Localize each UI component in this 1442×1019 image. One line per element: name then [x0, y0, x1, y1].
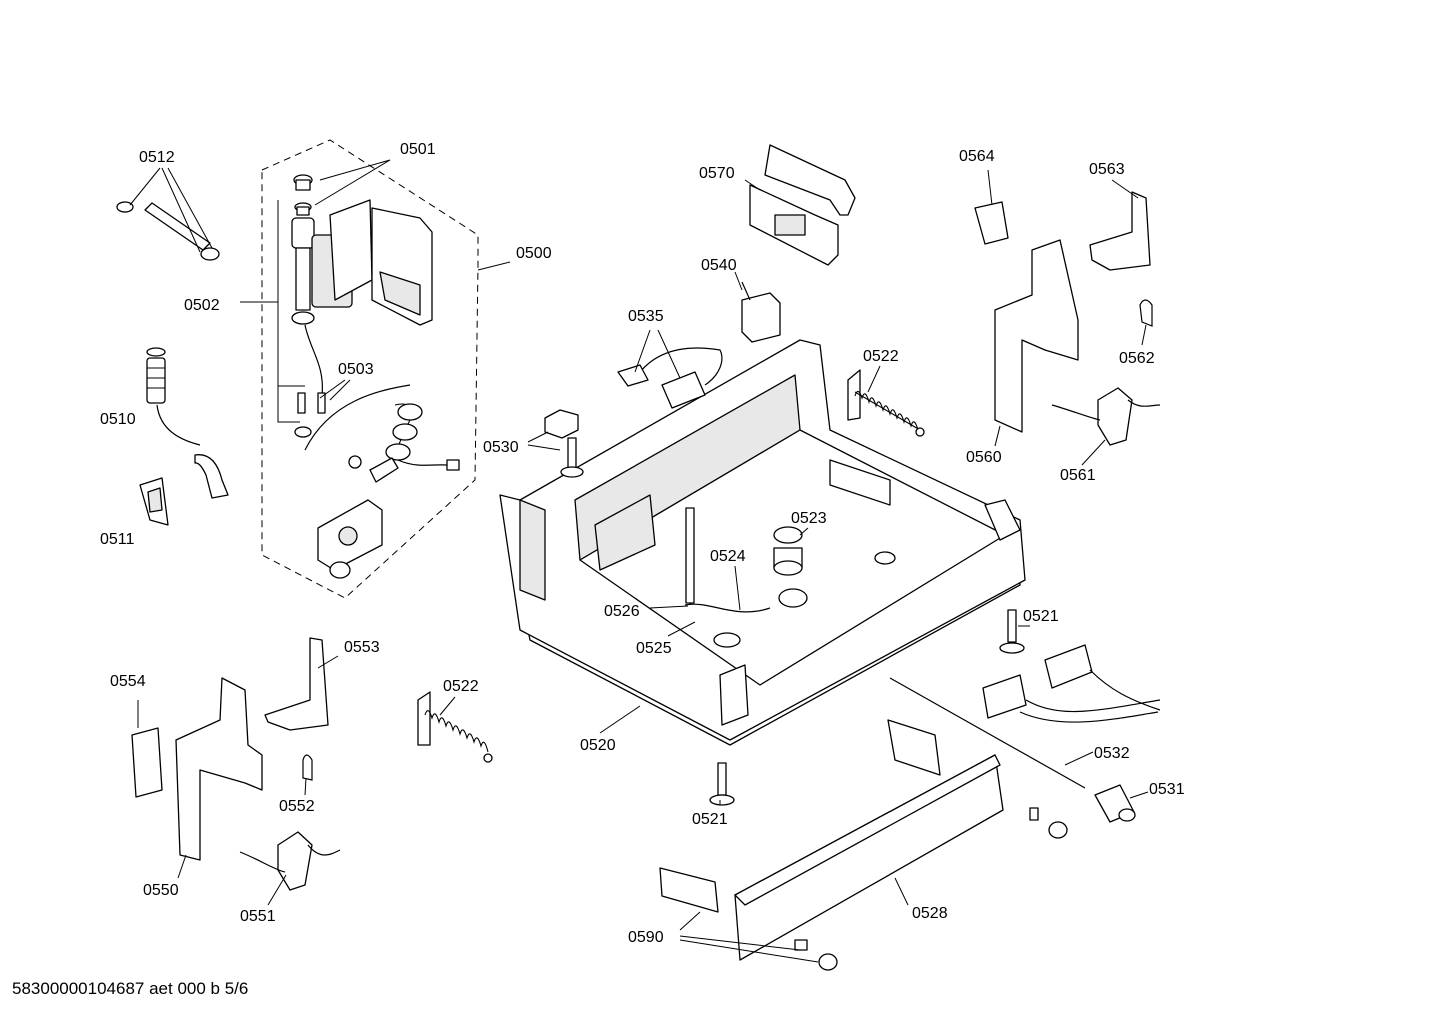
part-0524-float-switch [684, 507, 771, 648]
part-0530-sensor [544, 409, 584, 478]
label-0560: 0560 [966, 449, 1002, 466]
part-labels: 0501 0512 0500 0502 0503 0510 0511 0570 … [100, 141, 1185, 946]
label-0511: 0511 [100, 531, 135, 548]
part-0500-valve-cover [329, 199, 433, 326]
part-0561-hinge-cam [1051, 387, 1161, 446]
label-0563: 0563 [1089, 161, 1125, 178]
label-0551: 0551 [240, 908, 276, 925]
label-0522-right: 0522 [863, 348, 899, 365]
part-0501-fittings [293, 174, 313, 216]
part-0560-hinge-bracket [994, 239, 1079, 433]
part-0540-relay [741, 281, 781, 343]
label-0590: 0590 [628, 929, 664, 946]
label-0528: 0528 [912, 905, 948, 922]
part-0553-hinge-arm [264, 637, 329, 731]
label-0530: 0530 [483, 439, 519, 456]
part-0522-hinge-spring-left [417, 691, 493, 763]
part-0511-clip [139, 477, 169, 526]
label-0521-bottom: 0521 [692, 811, 728, 828]
label-0570: 0570 [699, 165, 735, 182]
label-0525: 0525 [636, 640, 672, 657]
part-0531-plug [1094, 784, 1136, 823]
label-0501: 0501 [400, 141, 436, 158]
label-0552: 0552 [279, 798, 315, 815]
label-0500: 0500 [516, 245, 552, 262]
document-id-footer: 58300000104687 aet 000 b 5/6 [12, 979, 249, 998]
label-0512: 0512 [139, 149, 175, 166]
label-0510: 0510 [100, 411, 136, 428]
label-0532: 0532 [1094, 745, 1130, 762]
label-0526: 0526 [604, 603, 640, 620]
part-0523-sump-fittings [773, 526, 896, 608]
label-0564: 0564 [959, 148, 995, 165]
label-0503: 0503 [338, 361, 374, 378]
leader-lines [129, 159, 1149, 963]
part-0522-hinge-spring-right [847, 369, 925, 437]
part-0500-hose-assembly [304, 384, 460, 579]
part-0520-base-tub [499, 339, 1026, 746]
part-0521-foot-screw-right [999, 609, 1025, 654]
label-0524: 0524 [710, 548, 746, 565]
label-0561: 0561 [1060, 467, 1096, 484]
part-0570-control-module [749, 144, 856, 266]
part-0521-foot-screw-bottom [709, 762, 735, 806]
part-0532-cable-harness [889, 644, 1161, 789]
label-0523: 0523 [791, 510, 827, 527]
label-0531: 0531 [1149, 781, 1185, 798]
part-0562-clip [1139, 299, 1153, 327]
part-0528-kick-plate [734, 719, 1068, 961]
label-0535: 0535 [628, 308, 664, 325]
part-0590-panel-bracket [659, 867, 838, 971]
part-0554-cover [131, 727, 163, 798]
part-0563-hinge-arm [1089, 191, 1151, 271]
label-0520: 0520 [580, 737, 616, 754]
part-0535-cable-holder [617, 347, 723, 409]
label-0550: 0550 [143, 882, 179, 899]
label-0562: 0562 [1119, 350, 1155, 367]
part-0550-hinge-bracket [175, 677, 263, 861]
label-0522-left: 0522 [443, 678, 479, 695]
label-0554: 0554 [110, 673, 146, 690]
label-0540: 0540 [701, 257, 737, 274]
label-0502: 0502 [184, 297, 220, 314]
part-0564-cover [974, 201, 1009, 245]
part-0510-hose [146, 347, 229, 499]
part-0552-clip [302, 754, 313, 781]
part-0551-hinge-cam [239, 831, 341, 891]
assembly-group-0500 [261, 139, 479, 599]
label-0553: 0553 [344, 639, 380, 656]
part-0512-connector-pipe [116, 201, 220, 261]
label-0521-right: 0521 [1023, 608, 1059, 625]
